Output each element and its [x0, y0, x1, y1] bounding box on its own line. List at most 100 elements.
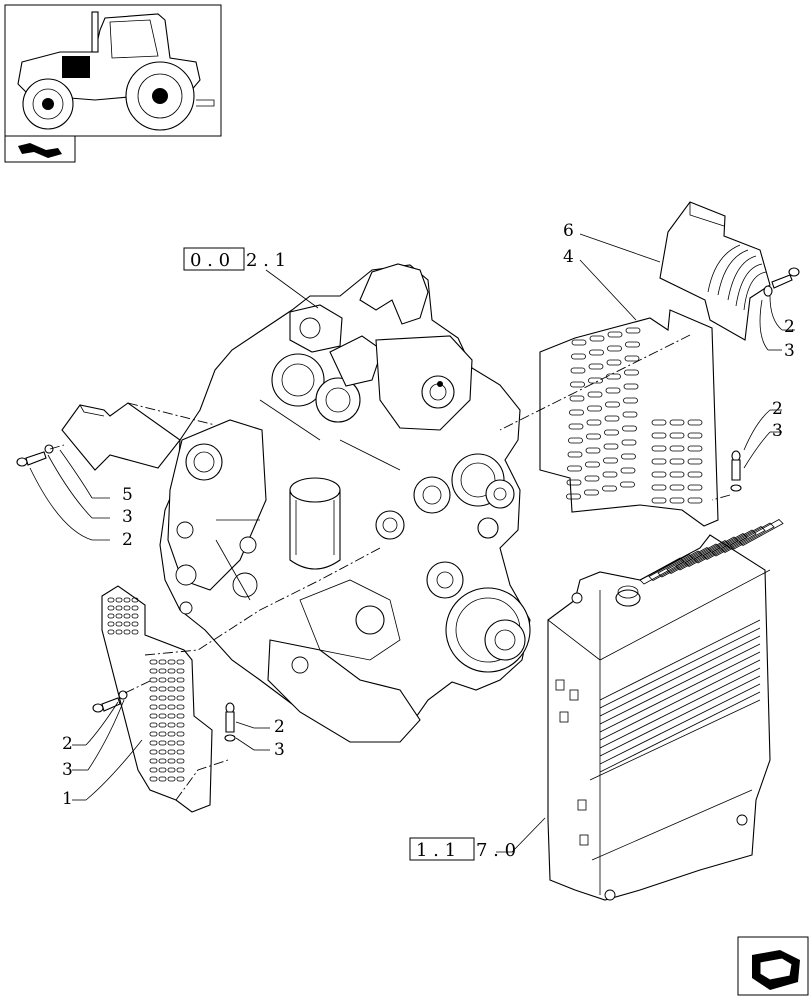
radiator-fin — [720, 526, 766, 553]
vent-slot — [176, 704, 185, 710]
vent-slot — [149, 749, 158, 755]
vent-slot — [107, 605, 115, 611]
vent-slot — [603, 457, 618, 464]
vent-slot — [167, 659, 176, 665]
vent-slot — [167, 776, 176, 782]
engine-assembly — [159, 263, 531, 743]
radiator-core-line — [599, 683, 761, 765]
vent-slot — [167, 668, 176, 674]
vent-slot — [167, 704, 176, 710]
front-wheel — [22, 78, 74, 130]
radiator-core-line — [599, 627, 761, 709]
vent-slot — [167, 713, 176, 719]
vent-slot — [571, 353, 586, 360]
vent-slot — [149, 695, 158, 701]
vent-slot — [131, 597, 139, 603]
vent-slot — [158, 677, 167, 683]
engine-ref-rest-text: 2 . 1 — [246, 250, 286, 271]
callout-2-topright: 2 — [784, 317, 795, 337]
vent-slot — [149, 686, 158, 692]
vent-slot — [176, 740, 185, 746]
radiator-core-line — [599, 651, 761, 733]
callout-2-lowermid: 2 — [274, 717, 285, 737]
vent-slot — [651, 432, 667, 439]
vent-slot — [149, 704, 158, 710]
vent-slot — [176, 767, 185, 773]
radiator-core-line — [599, 659, 761, 741]
bolt-icon — [16, 444, 54, 467]
vent-slot — [149, 713, 158, 719]
radiator-fin — [738, 519, 784, 546]
vent-slot — [131, 613, 139, 619]
vent-slot — [123, 605, 131, 611]
vent-slot — [584, 489, 599, 496]
vent-slot — [158, 659, 167, 665]
vent-slot — [669, 497, 685, 504]
vent-slot — [176, 677, 185, 683]
upper-right-heat-shield: 2 3 6 — [563, 201, 800, 361]
vent-slot — [669, 419, 685, 426]
vent-slot — [602, 485, 617, 492]
vent-slot — [587, 391, 603, 398]
engine-reference-label: 0 . 0 2 . 1 — [183, 247, 319, 309]
engine-ref-boxed-text: 0 . 0 — [190, 250, 230, 271]
bolt-icon — [763, 267, 800, 297]
vent-slot — [567, 451, 583, 458]
vent-slot — [149, 722, 158, 728]
vent-slot — [585, 447, 601, 454]
callout-1-lowerleft: 1 — [62, 789, 73, 809]
radiator-ref-boxed-text: 1 . 1 — [416, 840, 456, 861]
radiator-ref-rest-text: 7 . 0 — [476, 840, 516, 861]
vent-slot — [149, 668, 158, 674]
vent-slot — [621, 439, 637, 446]
vent-slot — [624, 369, 639, 376]
vent-slot — [123, 621, 131, 627]
vent-slot — [588, 377, 603, 384]
vent-slot — [158, 695, 167, 701]
vent-slot — [149, 659, 158, 665]
vent-slot — [158, 713, 167, 719]
vent-slot — [603, 443, 619, 450]
vent-slot — [584, 475, 600, 482]
callout-3-left: 3 — [122, 507, 133, 527]
vent-slot — [602, 471, 618, 478]
vent-slot — [158, 749, 167, 755]
vent-slot — [669, 432, 685, 439]
vent-slot — [107, 597, 115, 603]
vent-slot — [651, 497, 667, 504]
next-page-arrow-icon[interactable] — [737, 936, 809, 996]
vent-slot — [651, 445, 667, 452]
vent-slot — [107, 613, 115, 619]
vent-slot — [585, 461, 600, 468]
callout-5-left: 5 — [122, 485, 133, 505]
vent-slot — [625, 341, 640, 348]
vent-slot — [687, 419, 703, 426]
callout-3-lowerleft: 3 — [62, 760, 73, 780]
vent-slot — [588, 363, 604, 370]
vent-slot — [566, 493, 581, 500]
bolt-icon — [730, 450, 742, 492]
vent-slot — [167, 767, 176, 773]
radiator-fin — [711, 529, 757, 557]
vent-slot — [625, 327, 641, 334]
vent-slot — [158, 776, 167, 782]
right-grille-panel: 4 2 3 — [499, 247, 783, 527]
vent-slot — [167, 722, 176, 728]
vent-slot — [158, 668, 167, 674]
vent-slot — [176, 731, 185, 737]
vent-slot — [605, 387, 621, 394]
vent-slot — [604, 429, 619, 436]
vent-slot — [123, 629, 131, 635]
vent-slot — [167, 686, 176, 692]
turbocharger — [271, 335, 383, 423]
vent-slot — [176, 686, 185, 692]
vent-slot — [107, 629, 115, 635]
vent-slot — [687, 484, 703, 491]
vent-slot — [167, 731, 176, 737]
left-heat-shield: 5 3 2 — [16, 402, 216, 550]
vent-slot — [651, 419, 667, 426]
vent-slot — [623, 383, 639, 390]
bolt-icon — [92, 690, 128, 713]
vent-slot — [622, 411, 638, 418]
